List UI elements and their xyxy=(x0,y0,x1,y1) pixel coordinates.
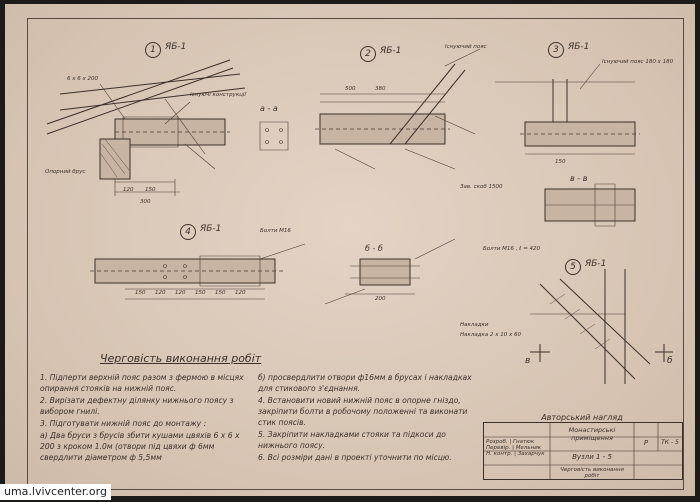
dim-5: 120 xyxy=(155,290,166,296)
note-item: 3. Підготувати нижній пояс до монтажу : xyxy=(40,419,207,428)
annotation-brackets: Зав. скоб 1500 xyxy=(460,184,503,190)
dim-7: 150 xyxy=(195,290,206,296)
title-block-row: Розроб. | Гнатюк xyxy=(486,439,535,445)
cut-mark-v: в xyxy=(525,356,531,366)
title-block-stage: Р xyxy=(643,439,649,447)
title-block-footer: Черговість виконання робіт xyxy=(560,467,624,479)
node-3-number: 3 xyxy=(548,42,564,58)
notes-title: Черговість виконання робіт xyxy=(100,352,262,365)
annotation-bolts: Болти М16 xyxy=(260,228,291,234)
node-5-number: 5 xyxy=(565,259,581,275)
node-5-drawing xyxy=(530,269,673,384)
note-item: 5. Закріпити накладками стояки та підкос… xyxy=(258,430,446,450)
node-4-number: 4 xyxy=(180,224,196,240)
annotation-existing-chord-size: Існуючий пояс 180 х 180 xyxy=(602,59,674,65)
dim-13: 150 xyxy=(555,159,566,165)
title-block-title: Монастирські приміщення xyxy=(568,426,616,442)
title-block-row: Перевір. | Мельник xyxy=(486,445,542,451)
technical-drawing xyxy=(5,4,695,496)
title-block-sheet-number: ТК - 5 xyxy=(661,439,679,446)
node-3-drawing xyxy=(495,79,640,226)
section-v-v-label: в - в xyxy=(570,174,588,183)
dim-6: 120 xyxy=(175,290,186,296)
dim-4: 150 xyxy=(135,290,146,296)
annotation-existing-chord: Існуючий пояс xyxy=(445,44,487,50)
annotation-plates: Накладки xyxy=(460,322,489,328)
dim-10: 500 xyxy=(345,86,356,92)
title-block-people: Розроб. | Гнатюк Перевір. | Мельник Н. к… xyxy=(486,439,548,457)
node-1-mark: ЯБ-1 xyxy=(165,42,187,52)
dim-3: 150 xyxy=(145,187,156,193)
section-a-a-label: а - а xyxy=(260,104,278,113)
notes-right-column: б) просвердлити отвори ф16мм в брусах і … xyxy=(258,372,480,464)
dim-1: 300 xyxy=(140,199,151,205)
notes-left-column: 1. Підперти верхній пояс разом з фермою … xyxy=(40,372,255,464)
note-item: а) Два бруси з брусів збити кушами цвяхі… xyxy=(40,431,240,462)
node-2-drawing xyxy=(260,64,465,169)
title-block: Розроб. | Гнатюк Перевір. | Мельник Н. к… xyxy=(483,422,683,480)
note-item: б) просвердлити отвори ф16мм в брусах і … xyxy=(258,373,472,393)
dim-2: 120 xyxy=(123,187,134,193)
node-2-number: 2 xyxy=(360,46,376,62)
annotation-bolts-420: Болти М16 , ℓ = 420 xyxy=(483,246,541,252)
dim-9: 120 xyxy=(235,290,246,296)
annotation-existing-structures: існуючі конструкції xyxy=(190,92,246,98)
node-4-drawing xyxy=(90,256,285,299)
note-item: 6. Всі розміри дані в проекті уточнити п… xyxy=(258,453,452,462)
title-block-row: Н. контр. | Захарчук xyxy=(486,451,545,457)
dim-11: 380 xyxy=(375,86,386,92)
node-1-drawing xyxy=(47,60,245,196)
dim-12: 200 xyxy=(375,296,386,302)
annotation-nails: 6 х 6 х 200 xyxy=(67,76,98,82)
cut-mark-b: б xyxy=(667,356,673,366)
note-item: 4. Встановити новий нижній пояс в опорне… xyxy=(258,396,468,427)
section-b-b-drawing xyxy=(325,259,420,304)
source-watermark: uma.lvivcenter.org xyxy=(0,484,111,500)
node-4-mark: ЯБ-1 xyxy=(200,224,222,234)
note-item: 1. Підперти верхній пояс разом з фермою … xyxy=(40,373,244,393)
annotation-plate-dims: Накладка 2 х 10 х 60 xyxy=(460,332,521,338)
section-b-b-label: б - б xyxy=(365,244,383,253)
title-block-grid xyxy=(484,423,682,479)
title-block-subtitle: Вузли 1 - 5 xyxy=(572,453,612,461)
dim-8: 150 xyxy=(215,290,226,296)
node-3-mark: ЯБ-1 xyxy=(568,42,590,52)
note-item: 2. Вирізати дефектну ділянку нижнього по… xyxy=(40,396,234,416)
title-block-header: Авторський нагляд xyxy=(541,413,623,422)
node-5-mark: ЯБ-1 xyxy=(585,259,607,269)
node-1-number: 1 xyxy=(145,42,161,58)
drawing-sheet: 1 ЯБ-1 2 ЯБ-1 3 ЯБ-1 4 ЯБ-1 5 ЯБ-1 6 х 6… xyxy=(5,4,695,496)
annotation-support-beam: Опорний брус xyxy=(45,169,86,175)
leader-lines xyxy=(100,49,600,259)
drawing-frame xyxy=(27,18,684,490)
node-2-mark: ЯБ-1 xyxy=(380,46,402,56)
